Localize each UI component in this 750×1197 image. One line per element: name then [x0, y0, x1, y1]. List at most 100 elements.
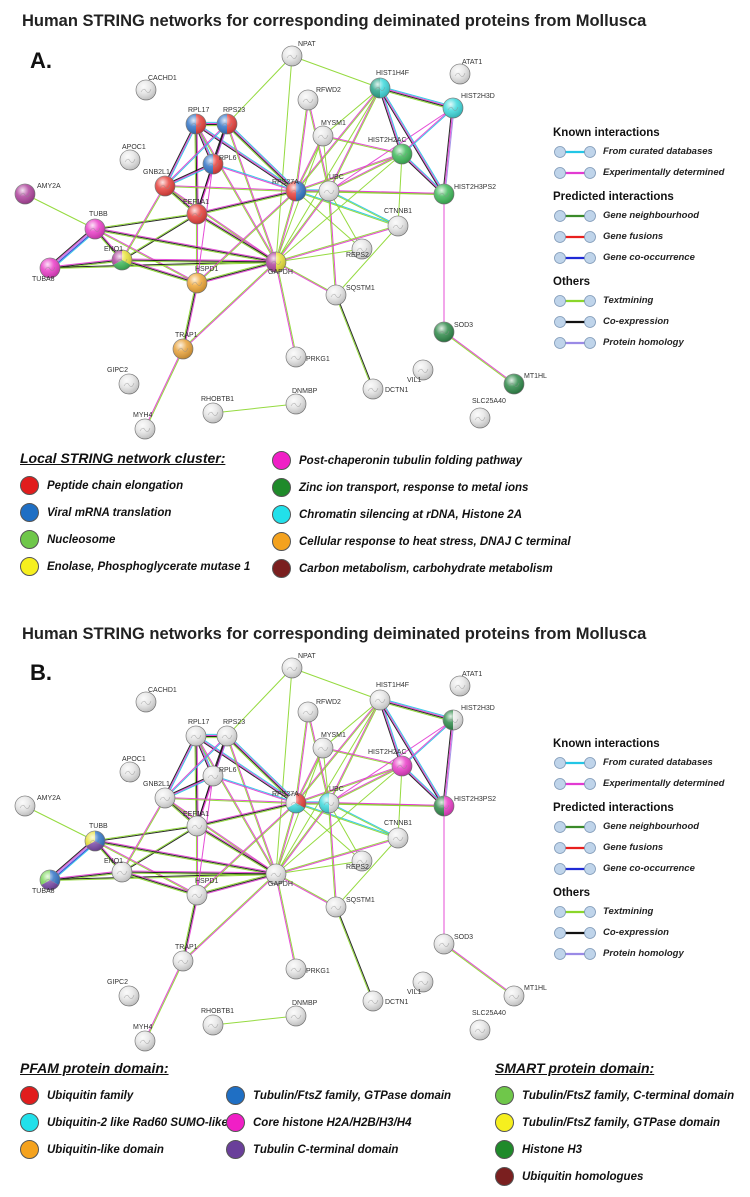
- node-sod3[interactable]: SOD3: [433, 321, 473, 343]
- node-dctn1[interactable]: DCTN1: [362, 990, 408, 1012]
- node-gloss: [112, 862, 132, 882]
- edge-npat-gapdh: [275, 55, 293, 263]
- edge-hist2h2ac-mysm1: [322, 136, 402, 156]
- node-myh4[interactable]: MYH4: [133, 412, 156, 440]
- node-sod3[interactable]: SOD3: [433, 933, 473, 955]
- node-rhobtb1[interactable]: RHOBTB1: [201, 1008, 234, 1036]
- edge-npat-hist1h4f: [291, 55, 381, 89]
- node-apoc1[interactable]: APOC1: [119, 756, 146, 783]
- cluster-label: Enolase, Phosphoglycerate mutase 1: [47, 560, 251, 573]
- node-hist2h3ps2[interactable]: HIST2H3PS2: [433, 183, 496, 205]
- node-tuba8[interactable]: TUBA8: [32, 257, 61, 283]
- node-amy2a[interactable]: AMY2A: [14, 795, 61, 817]
- node-rps23[interactable]: RPS23: [216, 719, 245, 747]
- node-rpl17[interactable]: RPL17: [185, 107, 210, 135]
- node-dnmbp[interactable]: DNMBP: [285, 388, 318, 415]
- node-sqstm1[interactable]: SQSTM1: [325, 284, 375, 306]
- node-rpl17[interactable]: RPL17: [185, 719, 210, 747]
- node-gipc2[interactable]: GIPC2: [107, 979, 140, 1007]
- node-gipc2[interactable]: GIPC2: [107, 367, 140, 395]
- node-apoc1[interactable]: APOC1: [119, 144, 146, 171]
- node-ubc[interactable]: UBC: [318, 786, 344, 814]
- node-gnb2l1[interactable]: GNB2L1: [143, 169, 176, 197]
- node-npat[interactable]: NPAT: [281, 41, 316, 67]
- node-rps27a[interactable]: RPS27A: [272, 179, 307, 202]
- node-eef1a1[interactable]: EEF1A1: [183, 811, 209, 837]
- node-eef1a1[interactable]: EEF1A1: [183, 199, 209, 225]
- node-npat[interactable]: NPAT: [281, 653, 316, 679]
- node-hist2h2ac[interactable]: HIST2H2AC: [368, 749, 413, 777]
- node-rfwd2[interactable]: RFWD2: [297, 87, 341, 111]
- node-amy2a[interactable]: AMY2A: [14, 183, 61, 205]
- node-trap1[interactable]: TRAP1: [172, 944, 198, 972]
- node-hspd1[interactable]: HSPD1: [186, 266, 218, 294]
- structure-icon: [330, 905, 342, 910]
- node-gloss: [266, 864, 286, 884]
- node-dctn1[interactable]: DCTN1: [362, 378, 408, 400]
- node-rpl6[interactable]: RPL6: [202, 765, 237, 787]
- node-rps27a[interactable]: RPS27A: [272, 791, 307, 814]
- node-label: CACHD1: [148, 687, 177, 694]
- node-ubc[interactable]: UBC: [318, 174, 344, 202]
- node-ctnnb1[interactable]: CTNNB1: [384, 820, 412, 849]
- node-reps2[interactable]: REPS2: [346, 238, 373, 260]
- node-tuba8[interactable]: TUBA8: [32, 869, 61, 895]
- node-rfwd2[interactable]: RFWD2: [297, 699, 341, 723]
- node-label: GIPC2: [107, 979, 128, 986]
- node-eno1[interactable]: ENO1: [104, 246, 133, 271]
- node-prkg1[interactable]: PRKG1: [285, 958, 330, 980]
- node-trap1[interactable]: TRAP1: [172, 332, 198, 360]
- node-rps23[interactable]: RPS23: [216, 107, 245, 135]
- node-sqstm1[interactable]: SQSTM1: [325, 896, 375, 918]
- node-slc25a40[interactable]: SLC25A40: [469, 1010, 506, 1041]
- node-label: RPL6: [219, 767, 237, 774]
- edge-rps27a-ctnnb1: [295, 191, 398, 227]
- node-mt1hl[interactable]: MT1HL: [503, 985, 547, 1007]
- node-eno1[interactable]: ENO1: [104, 858, 133, 883]
- node-hist1h4f[interactable]: HIST1H4F: [369, 70, 409, 99]
- node-cachd1[interactable]: CACHD1: [135, 687, 177, 713]
- node-tubb[interactable]: TUBB: [84, 823, 108, 852]
- node-label: GNB2L1: [143, 781, 170, 788]
- node-cachd1[interactable]: CACHD1: [135, 75, 177, 101]
- node-atat1[interactable]: ATAT1: [449, 671, 482, 697]
- node-label: DNMBP: [292, 1000, 318, 1007]
- node-hist2h2ac[interactable]: HIST2H2AC: [368, 137, 413, 165]
- node-label: VIL1: [407, 377, 422, 384]
- node-gapdh[interactable]: GAPDH: [265, 863, 293, 888]
- node-hist2h3ps2[interactable]: HIST2H3PS2: [433, 795, 496, 817]
- edge-rps27a-rfwd2: [294, 711, 308, 803]
- node-tubb[interactable]: TUBB: [84, 211, 108, 240]
- edge-eef1a1-rps27a: [196, 801, 296, 826]
- edge-swatch-icon: [554, 777, 596, 790]
- node-prkg1[interactable]: PRKG1: [285, 346, 330, 368]
- smart-item-tubulin-ftsz-family-gtpase-domain: Tubulin/FtsZ family, GTPase domain: [495, 1109, 734, 1136]
- node-hist2h3d[interactable]: HIST2H3D: [442, 93, 495, 119]
- node-ctnnb1[interactable]: CTNNB1: [384, 208, 412, 237]
- node-label: SOD3: [454, 322, 473, 329]
- node-hist2h3d[interactable]: HIST2H3D: [442, 705, 495, 731]
- edge-npat-rps23: [226, 55, 293, 125]
- node-rhobtb1[interactable]: RHOBTB1: [201, 396, 234, 424]
- node-vil1[interactable]: VIL1: [407, 359, 434, 384]
- node-hspd1[interactable]: HSPD1: [186, 878, 218, 906]
- node-reps2[interactable]: REPS2: [346, 850, 373, 872]
- edge-legend-label: Textmining: [603, 295, 654, 306]
- edge-legend-label: Experimentally determined: [603, 778, 725, 789]
- node-rpl6[interactable]: RPL6: [202, 153, 237, 175]
- node-mt1hl[interactable]: MT1HL: [503, 373, 547, 395]
- node-gapdh[interactable]: GAPDH: [265, 251, 293, 276]
- node-myh4[interactable]: MYH4: [133, 1024, 156, 1052]
- edge-ubc-gapdh: [275, 802, 329, 874]
- node-vil1[interactable]: VIL1: [407, 971, 434, 996]
- node-dnmbp[interactable]: DNMBP: [285, 1000, 318, 1027]
- node-mysm1[interactable]: MYSM1: [312, 732, 346, 759]
- node-atat1[interactable]: ATAT1: [449, 59, 482, 85]
- node-slc25a40[interactable]: SLC25A40: [469, 398, 506, 429]
- node-hist1h4f[interactable]: HIST1H4F: [369, 682, 409, 711]
- node-gnb2l1[interactable]: GNB2L1: [143, 781, 176, 809]
- node-mysm1[interactable]: MYSM1: [312, 120, 346, 147]
- edge-legend-label: Co-expression: [603, 927, 669, 938]
